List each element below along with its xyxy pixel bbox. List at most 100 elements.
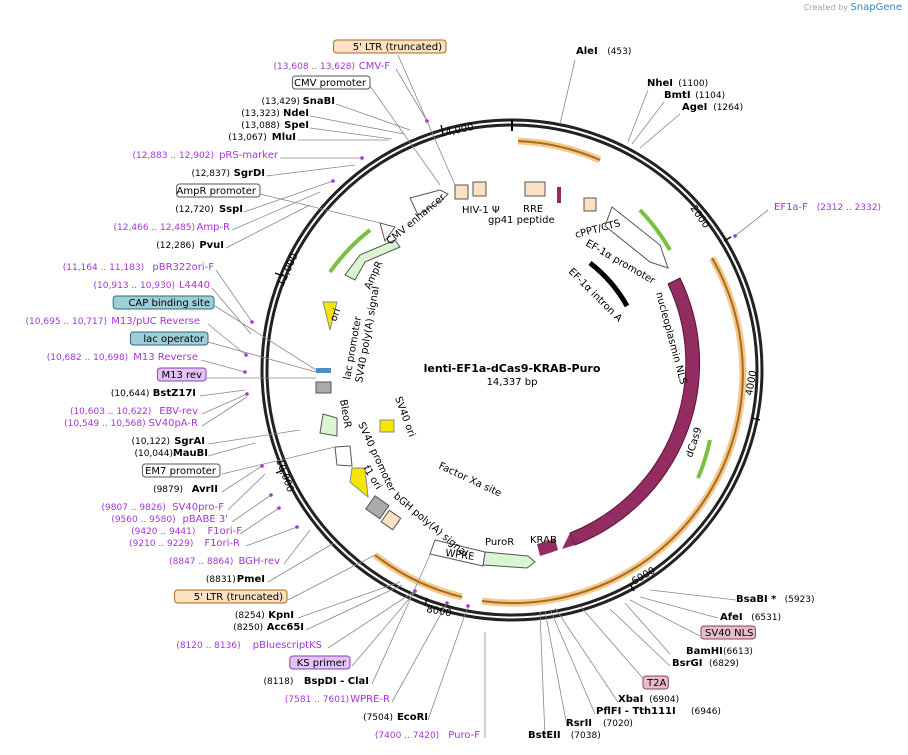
left-label-33[interactable]: 5' LTR (truncated) <box>174 589 288 604</box>
left-label-32[interactable]: PmeI(8831) <box>206 574 265 585</box>
label-text: pBABE 3' <box>182 514 228 525</box>
left-label-24[interactable]: MauBI(10,044) <box>134 448 208 459</box>
bgh-polya-box[interactable] <box>365 495 390 520</box>
left-label-29[interactable]: F1ori-F(9420 .. 9441) <box>131 526 242 537</box>
left-label-3[interactable]: SnaBI(13,429) <box>261 96 335 107</box>
sv40-promoter-feature[interactable] <box>334 445 353 467</box>
right-label-9[interactable]: BsrGI(6829) <box>672 658 739 669</box>
left-label-19[interactable]: M13 rev <box>156 367 207 382</box>
cmv-enhancer-feature[interactable] <box>409 189 449 216</box>
left-label-15[interactable]: CAP binding site <box>112 295 215 310</box>
left-label-39[interactable]: WPRE-R(7581 .. 7601) <box>285 694 390 705</box>
right-label-2[interactable]: BmtI(1104) <box>664 90 725 101</box>
right-label-12[interactable]: PflFI - Tth111I(6946) <box>596 706 721 717</box>
right-label-14[interactable]: BstEII(7038) <box>528 730 601 741</box>
label-position: (10,549 .. 10,568) <box>64 419 145 429</box>
left-label-13[interactable]: pBR322ori-F(11,164 .. 11,183) <box>63 262 214 273</box>
ef1a-promoter-feature[interactable] <box>604 206 669 269</box>
created-by-text: Created by <box>803 3 848 12</box>
left-label-10[interactable]: SspI(12,720) <box>175 204 243 215</box>
left-label-37[interactable]: KS primer <box>289 655 351 670</box>
left-label-18[interactable]: M13 Reverse(10,682 .. 10,698) <box>47 352 198 363</box>
label-text: EBV-rev <box>159 406 198 417</box>
right-label-8[interactable]: BamHI(6613) <box>686 646 753 657</box>
left-label-1[interactable]: CMV-F(13,608 .. 13,628) <box>274 61 391 72</box>
hiv1-psi-box-2[interactable] <box>472 181 487 197</box>
label-text: PflFI - Tth111I <box>596 706 676 717</box>
left-label-31[interactable]: BGH-rev(8847 .. 8864) <box>169 556 280 567</box>
left-label-12[interactable]: PvuI(12,286) <box>156 240 224 251</box>
left-label-21[interactable]: EBV-rev(10,603 .. 10,622) <box>70 406 198 417</box>
label-position: (9807 .. 9826) <box>102 503 166 513</box>
left-label-30[interactable]: F1ori-R(9210 .. 9229) <box>129 538 240 549</box>
cppt-cts-box[interactable] <box>583 197 597 212</box>
left-label-26[interactable]: AvrII(9879) <box>153 484 218 495</box>
left-label-9[interactable]: AmpR promoter <box>176 183 261 198</box>
right-label-4[interactable]: EF1a-F(2312 .. 2332) <box>774 202 881 213</box>
label-position: (10,044) <box>134 449 173 459</box>
left-label-group: 5' LTR (truncated) CMV-F(13,608 .. 13,628… <box>26 39 480 741</box>
right-label-3[interactable]: AgeI(1264) <box>682 102 743 113</box>
tick-label-8000: 8000 <box>425 604 452 619</box>
right-label-10[interactable]: T2A <box>642 675 669 690</box>
left-label-40[interactable]: EcoRI(7504) <box>363 712 428 723</box>
rre-box[interactable] <box>524 181 546 197</box>
left-label-22[interactable]: SV40pA-R (10,549 .. 10,568) <box>64 418 198 429</box>
bleor-feature[interactable] <box>319 413 338 437</box>
plasmid-size: 14,337 bp <box>487 377 538 388</box>
wpre-feature[interactable] <box>429 539 486 567</box>
krab-feature[interactable] <box>537 539 558 556</box>
left-label-5[interactable]: SpeI(13,088) <box>241 120 309 131</box>
label-text: 5' LTR (truncated) <box>353 42 442 53</box>
left-label-28[interactable]: pBABE 3'(9560 .. 9580) <box>111 514 228 525</box>
right-label-5[interactable]: BsaBI *(5923) <box>736 594 815 605</box>
gp41-peptide-box[interactable] <box>557 187 561 203</box>
ltr-bottom-box[interactable] <box>380 509 402 531</box>
left-label-41[interactable]: Puro-F(7400 .. 7420) <box>375 730 480 741</box>
label-position: (13,323) <box>241 109 280 119</box>
right-label-11[interactable]: XbaI(6904) <box>618 694 679 705</box>
label-text: KpnI <box>268 610 294 621</box>
ori-feature[interactable] <box>322 301 338 331</box>
left-label-14[interactable]: L4440(10,913 .. 10,930) <box>94 280 210 291</box>
label-text: lac operator <box>143 334 204 345</box>
right-label-0[interactable]: AleI(453) <box>576 46 631 57</box>
label-position: (8120 .. 8136) <box>176 641 240 651</box>
left-label-6[interactable]: MluI(13,067) <box>228 132 296 143</box>
right-label-1[interactable]: NheI(1100) <box>647 78 708 89</box>
label-text: SV40pA-R <box>149 418 198 429</box>
left-label-8[interactable]: SgrDI(12,837) <box>191 168 265 179</box>
right-label-13[interactable]: RsrII(7020) <box>566 718 633 729</box>
left-label-27[interactable]: SV40pro-F(9807 .. 9826) <box>102 502 225 513</box>
left-label-0[interactable]: 5' LTR (truncated) <box>333 39 447 54</box>
left-label-20[interactable]: BstZ17I(10,644) <box>111 388 196 399</box>
right-label-7[interactable]: SV40 NLS <box>700 625 756 640</box>
label-position: (8831) <box>206 575 236 585</box>
left-label-38[interactable]: BspDI - ClaI(8118) <box>263 676 369 687</box>
puror-feature[interactable] <box>482 551 536 569</box>
label-text: pRS-marker <box>219 150 279 161</box>
hiv1-psi-box[interactable] <box>454 184 469 200</box>
label-text: pBR322ori-F <box>152 262 214 273</box>
right-label-6[interactable]: AfeI(6531) <box>720 612 781 623</box>
left-label-34[interactable]: KpnI(8254) <box>235 610 294 621</box>
dcas9-feature[interactable] <box>569 277 701 546</box>
label-position: (10,682 .. 10,698) <box>47 353 128 363</box>
sv40-ori-box[interactable] <box>379 419 395 433</box>
left-label-11[interactable]: Amp-R(12,466 .. 12,485) <box>114 222 230 233</box>
sv40-polya-box[interactable] <box>315 381 332 394</box>
left-label-7[interactable]: pRS-marker(12,883 .. 12,902) <box>133 150 279 161</box>
left-label-23[interactable]: SgrAI(10,122) <box>131 436 205 447</box>
left-label-17[interactable]: lac operator <box>129 331 209 346</box>
left-label-4[interactable]: NdeI(13,323) <box>241 108 309 119</box>
left-label-2[interactable]: CMV promoter <box>291 75 371 90</box>
f1-ori-feature[interactable] <box>349 467 369 499</box>
left-label-36[interactable]: pBluescriptKS(8120 .. 8136) <box>176 640 322 651</box>
ampr-feature[interactable] <box>344 239 401 281</box>
left-label-16[interactable]: M13/pUC Reverse(10,695 .. 10,717) <box>26 316 200 327</box>
left-label-35[interactable]: Acc65I(8250) <box>233 622 304 633</box>
cmv-promoter-feature[interactable] <box>379 222 396 243</box>
left-label-25[interactable]: EM7 promoter <box>141 463 221 478</box>
tick-mark-4000 <box>751 417 761 421</box>
label-text: L4440 <box>179 280 210 291</box>
